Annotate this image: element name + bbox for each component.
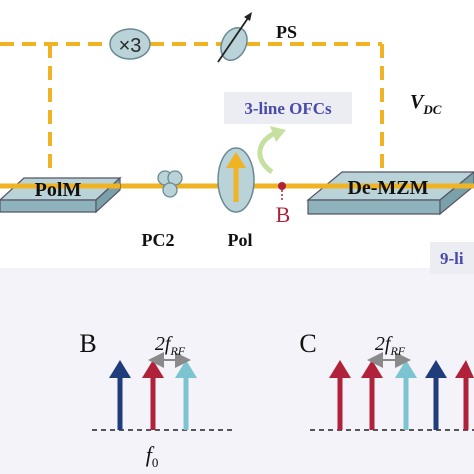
nine-line-callout: 9-li xyxy=(430,242,474,274)
panel-b-freq-label: f0 xyxy=(146,442,159,470)
phase-shifter: PS xyxy=(217,12,297,63)
panel-c-arrow-1-head-icon xyxy=(329,360,351,378)
vdc-label: VDC xyxy=(410,91,442,117)
pc2-label: PC2 xyxy=(142,230,175,250)
panel-b-arrow-navy-head-icon xyxy=(109,360,131,378)
ps-label: PS xyxy=(276,22,297,42)
polm-label: PolM xyxy=(35,179,82,201)
phase-shifter-arrow-icon xyxy=(244,12,252,21)
panel-c-arrow-5-head-icon xyxy=(455,360,474,378)
spectrum-panel-c: C 2fRF xyxy=(299,329,474,431)
de-mzm-label: De-MZM xyxy=(347,177,428,199)
three-line-ofcs-callout: 3-line OFCs xyxy=(224,92,352,124)
spectrum-panel-b: B 2fRF f0 xyxy=(79,329,236,470)
panel-c-letter: C xyxy=(299,329,316,358)
panel-b-spacing-label: 2fRF xyxy=(155,333,186,358)
de-mzm-modulator: De-MZM xyxy=(306,171,474,216)
multiplier-label: ×3 xyxy=(119,35,142,57)
nine-line-label: 9-li xyxy=(440,249,464,268)
spectrum-panel-background xyxy=(0,268,474,474)
panel-c-arrow-2-head-icon xyxy=(361,360,383,378)
point-b-label: B xyxy=(276,202,291,227)
three-line-label: 3-line OFCs xyxy=(244,99,332,118)
polm-modulator: PolM xyxy=(0,176,122,214)
point-b-marker: B xyxy=(276,182,291,227)
panel-b-letter: B xyxy=(79,329,96,358)
panel-b-arrow-red-head-icon xyxy=(142,360,164,378)
frequency-multiplier: ×3 xyxy=(109,28,151,60)
rf-dashed-path xyxy=(0,42,384,172)
polarization-controller: PC2 xyxy=(142,170,183,250)
panel-c-arrow-4-head-icon xyxy=(425,360,447,378)
pol-label: Pol xyxy=(228,230,253,250)
panel-c-arrow-3-head-icon xyxy=(395,360,417,378)
polarizer: Pol xyxy=(217,147,255,250)
panel-b-arrow-cyan-head-icon xyxy=(175,360,197,378)
curved-output-arrow xyxy=(257,126,286,175)
panel-c-spacing-label: 2fRF xyxy=(375,333,406,358)
polarizer-axis-icon xyxy=(226,152,246,168)
